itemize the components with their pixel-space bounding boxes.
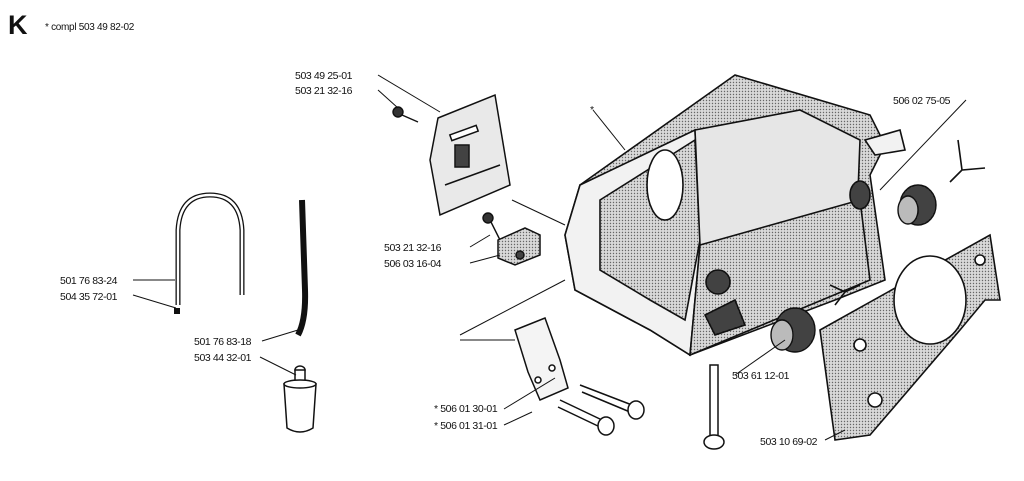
bracket xyxy=(514,317,569,401)
fuel-hose-u xyxy=(175,192,245,305)
label-bolts: * 506 01 31-01 xyxy=(434,420,498,432)
label-fuel-filter: 503 44 32-01 xyxy=(194,352,252,364)
oil-pump-block xyxy=(497,227,541,266)
leader-lines xyxy=(132,74,967,441)
clip-lower xyxy=(829,284,861,306)
label-pump-block: 506 03 16-04 xyxy=(384,258,442,270)
label-screw-middle: 503 21 32-16 xyxy=(384,242,442,254)
grommet xyxy=(174,308,180,314)
bolt-b xyxy=(557,399,615,436)
label-cover: 503 10 69-02 xyxy=(760,436,818,448)
clip-upper xyxy=(949,139,986,183)
assembly-note: * compl 503 49 82-02 xyxy=(45,22,135,33)
bolt-a xyxy=(579,384,645,420)
label-grommet: 504 35 72-01 xyxy=(60,291,118,303)
fuel-filter xyxy=(283,365,317,433)
crankcase-cover xyxy=(819,233,1001,441)
screw-upper xyxy=(392,106,419,123)
crankcase-housing xyxy=(564,74,906,357)
label-guide-plate: 503 49 25-01 xyxy=(295,70,353,82)
long-bolt xyxy=(703,364,725,450)
fuel-hose-u-inner xyxy=(176,193,244,305)
label-straight-hose: 501 76 83-18 xyxy=(194,336,252,348)
label-seal-lower: 503 61 12-01 xyxy=(732,370,790,382)
screw-middle xyxy=(482,212,501,241)
label-hose-u: 501 76 83-24 xyxy=(60,275,118,287)
chain-guide-plate xyxy=(429,93,511,217)
section-letter: K xyxy=(8,10,28,40)
seal-lower xyxy=(770,307,816,353)
label-housing-star: * xyxy=(590,104,594,116)
label-bracket: * 506 01 30-01 xyxy=(434,403,498,415)
label-screw-upper: 503 21 32-16 xyxy=(295,85,353,97)
label-seal-right: 506 02 75-05 xyxy=(893,95,951,107)
straight-hose xyxy=(295,199,309,337)
seal-right xyxy=(897,184,937,226)
